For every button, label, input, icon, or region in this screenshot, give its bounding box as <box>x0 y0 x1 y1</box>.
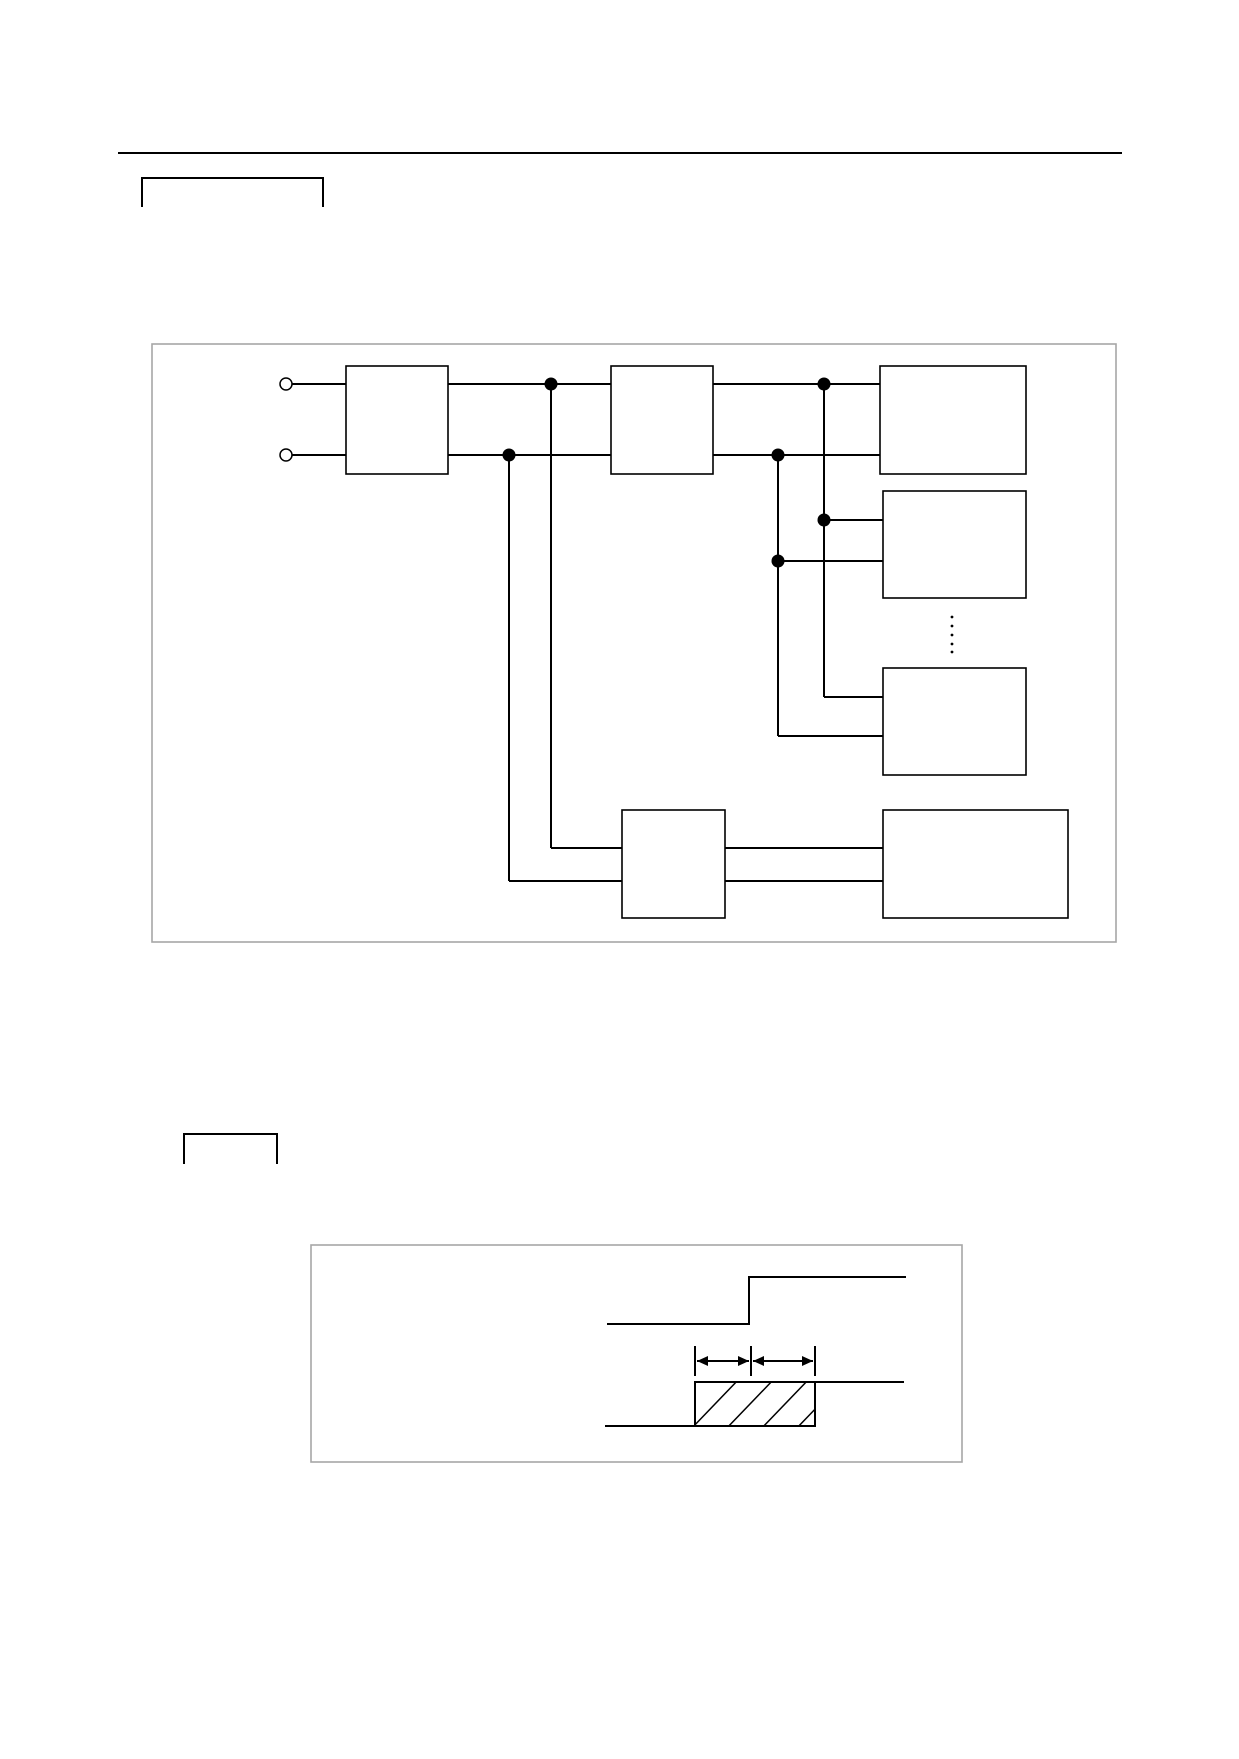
junction-dot <box>544 377 558 391</box>
load-block-1 <box>879 365 1027 475</box>
timing-diagram-frame <box>310 1244 963 1463</box>
junction-dot <box>817 377 831 391</box>
junction-dot <box>817 513 831 527</box>
block-diagram-frame <box>151 343 1117 943</box>
block-3 <box>621 809 726 919</box>
input-terminal-1 <box>279 377 293 391</box>
signal-1-waveform <box>607 1276 906 1325</box>
junction-dot <box>771 448 785 462</box>
block-2 <box>610 365 714 475</box>
signal-2-transition-box <box>694 1381 816 1427</box>
load-block-2 <box>882 490 1027 599</box>
section-2-label-box <box>183 1133 278 1164</box>
load-block-n <box>882 667 1027 776</box>
junction-dot <box>502 448 516 462</box>
input-terminal-2 <box>279 448 293 462</box>
section-1-label-box <box>141 177 324 207</box>
interval-1-arrow <box>697 1356 749 1366</box>
signal-2-transition-hatch <box>695 1382 815 1426</box>
timing-diagram <box>605 1276 906 1427</box>
load-ellipsis <box>950 615 954 654</box>
junction-dot <box>771 554 785 568</box>
block-1 <box>345 365 449 475</box>
interval-2-arrow <box>753 1356 813 1366</box>
block-diagram <box>279 365 1069 919</box>
block-4 <box>882 809 1069 919</box>
